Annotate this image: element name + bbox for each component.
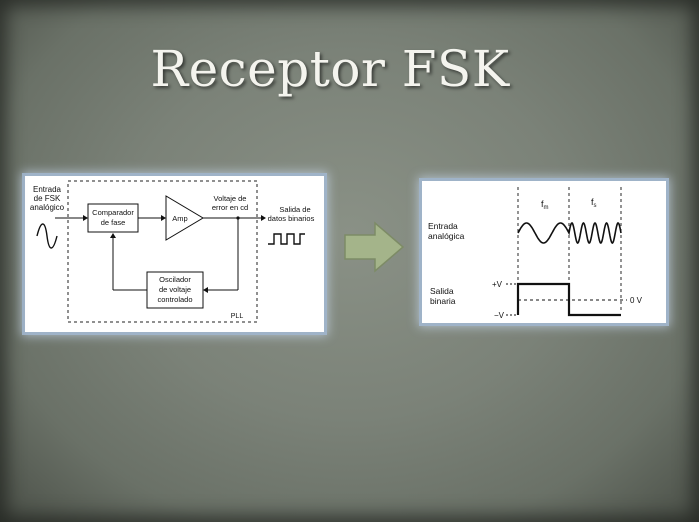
waveform-diagram-svg: fm fs Entrada analógica Salida binaria +…	[428, 187, 643, 320]
pll-boundary	[67, 180, 258, 323]
fm-label: fm	[541, 199, 549, 211]
vco-label-2: de voltaje	[159, 285, 191, 294]
comparator-label-1: Comparador	[92, 208, 134, 217]
amp-arrowhead	[161, 215, 166, 221]
binary-output-waveform	[516, 282, 621, 317]
minus-v-label: −V	[494, 311, 505, 320]
vco-arrowhead	[203, 287, 208, 293]
analog-input-label-1: Entrada	[428, 221, 458, 231]
voltage-label-2: error en cd	[212, 203, 248, 212]
analog-input-label-2: analógica	[428, 231, 465, 241]
vco-box	[146, 271, 204, 309]
fs-label: fs	[591, 197, 597, 209]
vco-label-3: controlado	[157, 295, 192, 304]
binary-output-label-2: binaria	[430, 296, 456, 306]
pll-label: PLL	[231, 313, 244, 320]
fsk-input-label-1: Entrada	[33, 185, 62, 194]
binary-output-label-1: Salida	[430, 286, 454, 296]
plus-v-label: +V	[492, 280, 503, 289]
fsk-input-label-2: de FSK	[34, 194, 61, 203]
arrow-shape	[344, 221, 405, 273]
pll-block-diagram: Entrada de FSK analógico Comparador de f…	[25, 176, 324, 332]
fsk-waveform-diagram: fm fs Entrada analógica Salida binaria +…	[422, 181, 666, 323]
output-label-1: Salida de	[279, 205, 310, 214]
amp-label: Amp	[172, 214, 187, 223]
amplifier-triangle	[165, 195, 204, 241]
fsk-input-label-3: analógico	[30, 203, 65, 212]
output-arrowhead	[261, 215, 266, 221]
zero-v-label: 0 V	[630, 296, 643, 305]
slide-title: Receptor FSK	[150, 40, 510, 98]
comparator-feedback-arrowhead	[110, 233, 116, 238]
analog-input-waveform	[517, 221, 622, 244]
output-label-2: datos binarios	[268, 214, 315, 223]
pll-diagram-svg: Entrada de FSK analógico Comparador de f…	[30, 180, 315, 323]
sine-wave-icon	[36, 223, 58, 249]
input-arrowhead	[83, 215, 88, 221]
right-arrow-icon	[344, 221, 405, 273]
voltage-label-1: Voltaje de	[214, 194, 247, 203]
vco-label-1: Oscilador	[159, 275, 191, 284]
comparator-label-2: de fase	[101, 218, 126, 227]
square-wave-icon	[268, 233, 305, 245]
